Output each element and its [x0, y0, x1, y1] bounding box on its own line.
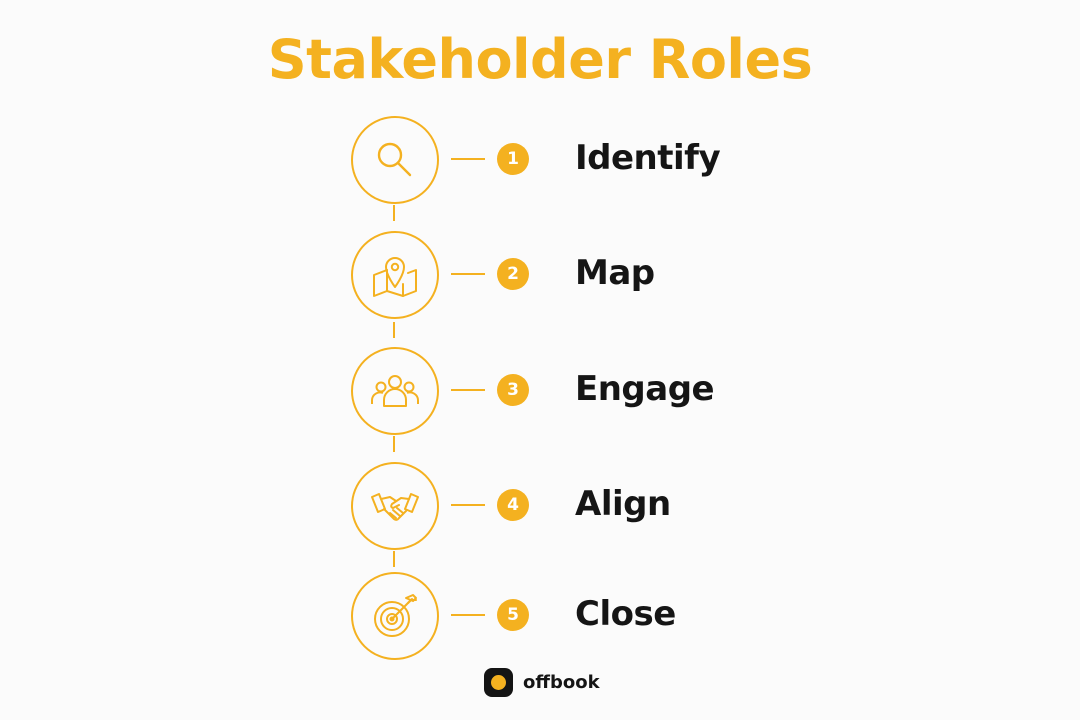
icon-circle: [351, 572, 439, 660]
vertical-connector: [393, 436, 395, 452]
icon-circle: [351, 231, 439, 319]
step-number-badge: 4: [497, 489, 529, 521]
vertical-connector: [393, 322, 395, 338]
step-label: Close: [575, 594, 676, 634]
step-close: 5 Close: [0, 572, 1080, 662]
page-title: Stakeholder Roles: [267, 28, 813, 91]
step-align: 4 Align: [0, 462, 1080, 552]
horizontal-connector: [451, 614, 485, 616]
vertical-connector: [393, 205, 395, 221]
step-map: 2 Map: [0, 231, 1080, 321]
step-label: Engage: [575, 369, 715, 409]
icon-circle: [351, 116, 439, 204]
map-pin-icon: [373, 257, 417, 297]
target-arrow-icon: [374, 594, 417, 637]
handshake-icon: [371, 493, 419, 521]
step-identify: 1 Identify: [0, 116, 1080, 206]
horizontal-connector: [451, 273, 485, 275]
magnifier-icon: [377, 142, 412, 177]
logo-dot: [491, 675, 506, 690]
step-engage: 3 Engage: [0, 347, 1080, 437]
step-label: Map: [575, 253, 655, 293]
step-number-badge: 1: [497, 143, 529, 175]
horizontal-connector: [451, 389, 485, 391]
offbook-logo-icon: [484, 668, 513, 697]
step-label: Align: [575, 484, 671, 524]
brand-name: offbook: [523, 672, 600, 693]
step-label: Identify: [575, 138, 721, 178]
people-group-icon: [371, 375, 419, 407]
step-number-badge: 5: [497, 599, 529, 631]
icon-circle: [351, 347, 439, 435]
step-number-badge: 2: [497, 258, 529, 290]
horizontal-connector: [451, 504, 485, 506]
vertical-connector: [393, 551, 395, 567]
horizontal-connector: [451, 158, 485, 160]
step-number-badge: 3: [497, 374, 529, 406]
icon-circle: [351, 462, 439, 550]
